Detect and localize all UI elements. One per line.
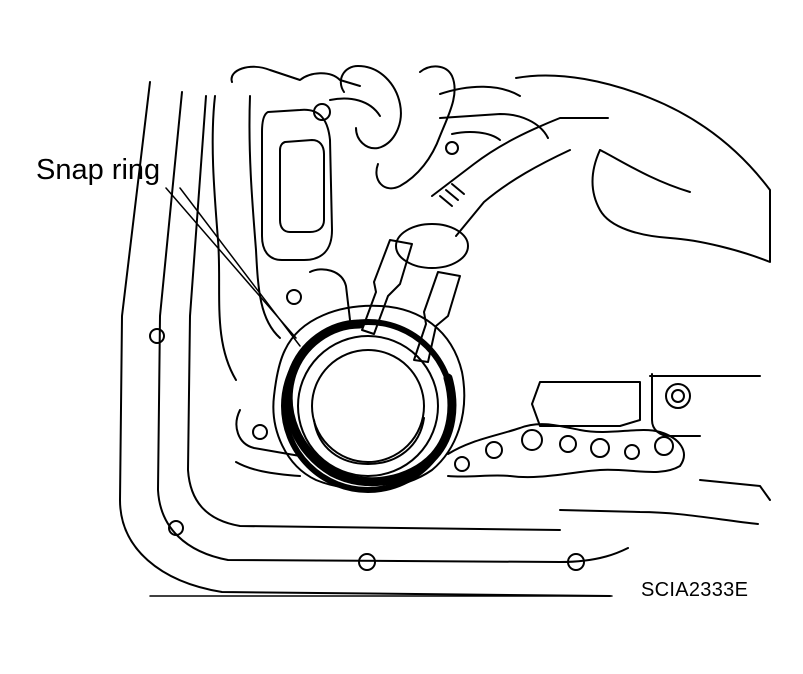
bracket-bolt-center	[671, 389, 685, 403]
bolt-hole	[358, 553, 376, 571]
bolt-hole	[286, 289, 302, 305]
bolt-hole	[149, 328, 165, 344]
pliers-pivot	[395, 223, 469, 269]
pliers-spring	[439, 183, 465, 207]
case-body-contour	[261, 108, 333, 261]
case-body-contour	[211, 95, 237, 381]
oil-hole	[454, 456, 470, 472]
case-edge	[699, 479, 771, 501]
bore-groove	[313, 417, 425, 465]
oil-hole	[624, 444, 640, 460]
snap-ring	[283, 319, 457, 487]
bore-piston	[311, 349, 425, 463]
bracket-bolt	[665, 383, 691, 409]
case-body-contour	[451, 131, 501, 141]
case-inner-outline	[157, 91, 629, 563]
snap-ring-pliers	[413, 271, 461, 363]
oil-passage-chain	[447, 423, 685, 479]
case-body-contour	[439, 113, 549, 139]
oil-hole	[654, 436, 674, 456]
figure-code: SCIA2333E	[641, 579, 749, 601]
bore-boss	[272, 304, 466, 490]
snap-ring-label: Snap ring	[36, 154, 161, 186]
case-body-contour	[279, 139, 325, 233]
oil-hole	[485, 441, 503, 459]
callout-leader-line	[179, 187, 301, 347]
case-inner-rib	[187, 95, 561, 531]
hand-finger	[439, 85, 521, 97]
bolt-hole	[313, 103, 331, 121]
case-body-contour	[235, 409, 301, 457]
oil-hole	[559, 435, 577, 453]
case-body-contour	[309, 268, 351, 321]
oil-hole	[590, 438, 610, 458]
snap-ring-pliers	[361, 239, 413, 335]
case-outer-outline	[119, 81, 611, 597]
case-edge	[559, 509, 759, 525]
bore-inner-ring	[297, 335, 439, 477]
case-body-contour	[248, 95, 281, 339]
case-body-contour	[235, 461, 301, 477]
hand-outline	[515, 74, 771, 263]
bolt-hole	[168, 520, 184, 536]
bolt-hole	[252, 424, 268, 440]
case-body-contour	[230, 65, 361, 87]
hand-finger	[339, 65, 402, 150]
oil-hole	[521, 429, 543, 451]
hand-finger	[599, 149, 691, 193]
bolt-hole	[445, 141, 459, 155]
hand-finger	[375, 65, 456, 190]
pliers-handle	[455, 149, 571, 237]
valve-body-bracket	[651, 373, 701, 437]
case-body-contour	[329, 97, 381, 117]
pliers-handle	[431, 117, 609, 197]
bolt-hole	[567, 553, 585, 571]
valve-body-bracket	[531, 381, 641, 427]
